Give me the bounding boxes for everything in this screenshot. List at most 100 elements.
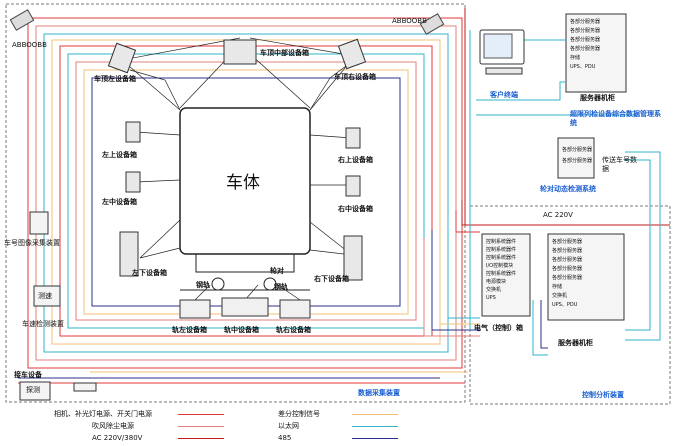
label-left-upper: 左上设备箱 (102, 151, 137, 159)
legend-item-label: 差分控制信号 (278, 410, 320, 418)
label-integrated-system: 超限列检设备综合数据管理系统 (570, 110, 661, 128)
sensor-box-icon (19, 381, 51, 401)
device-axle-left-icon (179, 299, 211, 319)
label-steel-rail-left: 钢轨 (196, 281, 210, 289)
wheel-right (263, 277, 277, 291)
control-row: 控制系统器件 (486, 255, 517, 261)
rack-1-row: UPS、PDU (570, 64, 596, 70)
legend-swatch (352, 414, 398, 415)
label-left-middle: 左中设备箱 (102, 198, 137, 206)
speed-unit-icon (33, 285, 61, 307)
rack-2-row: 交换机 (552, 293, 568, 299)
label-distribution: 控制分析装置 (582, 391, 624, 399)
rack-1-row: 存储 (570, 55, 581, 61)
rack-2-row: 各部分服务器 (552, 266, 583, 272)
label-car-number-text: 传送车号数据 (602, 156, 637, 174)
camera-left-icon (9, 9, 35, 31)
control-row: 控制系统器件 (486, 247, 517, 253)
device-rear-right-icon (337, 38, 367, 70)
control-cabinet-icon (481, 233, 531, 317)
label-wheel: 轮对 (270, 267, 284, 275)
device-right-lower-icon (343, 235, 363, 281)
label-steel-rail-right: 钢轨 (274, 283, 288, 291)
legend-item-label: AC 220V/380V (92, 434, 143, 442)
device-axle-right-icon (279, 299, 311, 319)
label-data-collection: 数据采集装置 (358, 389, 400, 397)
label-sensor-box: 探测 (26, 386, 40, 394)
rack-1-row: 各部分服务器 (570, 19, 601, 25)
label-rear-left: 车顶左设备箱 (94, 75, 136, 83)
rack-2-row: 存储 (552, 284, 563, 290)
label-control-cabinet: 电气（控制）箱 (474, 324, 523, 332)
car-number-rows: 各部分服务器 各部分服务器 (562, 148, 592, 164)
rack-2-row: 各部分服务器 (552, 248, 583, 254)
bogie (195, 253, 295, 273)
device-rear-center-icon (223, 39, 257, 65)
label-wheel-sensor: 接车设备 (14, 371, 42, 379)
server-rack-1-icon (565, 13, 627, 93)
car-number-server-icon (557, 137, 595, 179)
label-axle-middle: 轨中设备箱 (224, 326, 259, 334)
control-cabinet-rows: 控制系统器件 控制系统器件 控制系统器件 I/O控制模块 控制系统器件 电源模块… (486, 240, 526, 301)
rack-2-rows: 各部分服务器 各部分服务器 各部分服务器 各部分服务器 各部分服务器 存储 交换… (552, 240, 620, 308)
legend-swatch (352, 438, 398, 439)
label-client: 客户终端 (490, 91, 518, 99)
label-server-rack-2: 服务器机柜 (558, 339, 593, 347)
rack-2-row: 各部分服务器 (552, 257, 583, 263)
label-rear-center: 车顶中部设备箱 (260, 49, 309, 57)
sensor-connector-icon (73, 382, 97, 392)
client-terminal-icon (479, 29, 525, 75)
rack-1-row: 各部分服务器 (570, 37, 601, 43)
legend-item-label: 吹风除尘电源 (92, 422, 134, 430)
label-speed-unit: 测速 (38, 292, 52, 300)
device-right-upper-icon (345, 127, 361, 149)
legend-swatch (178, 426, 224, 427)
wheel-left (211, 277, 225, 291)
legend-item-label: 485 (278, 434, 292, 442)
rack-1-rows: 各部分服务器 各部分服务器 各部分服务器 各部分服务器 存储 UPS、PDU (570, 20, 622, 70)
server-rack-2-icon (547, 233, 625, 321)
rack-1-row: 各部分服务器 (570, 46, 601, 52)
car-id-reader-icon (29, 211, 49, 235)
vehicle-body-label: 车体 (226, 173, 260, 193)
label-right-middle: 右中设备箱 (338, 205, 373, 213)
rack-2-row: 各部分服务器 (552, 239, 583, 245)
device-left-lower-icon (119, 231, 139, 277)
control-row: I/O控制模块 (486, 263, 514, 269)
rack-2-row: 各部分服务器 (552, 275, 583, 281)
label-right-upper: 右上设备箱 (338, 156, 373, 164)
label-speed-detector: 车速检测装置 (22, 320, 64, 328)
camera-right-icon (419, 13, 445, 35)
legend-item-label: 以太网 (278, 422, 299, 430)
device-right-middle-icon (345, 175, 361, 197)
device-left-upper-icon (125, 121, 141, 143)
device-left-middle-icon (125, 171, 141, 193)
rack-1-row: 各部分服务器 (570, 28, 601, 34)
label-left-lower: 左下设备箱 (132, 269, 167, 277)
control-row: 控制系统器件 (486, 239, 517, 245)
camera-right-text: ABBOOBB (392, 17, 427, 25)
legend-swatch (178, 414, 224, 415)
legend-swatch (352, 426, 398, 427)
label-ac: AC 220V (543, 211, 573, 219)
label-right-lower: 右下设备箱 (314, 275, 349, 283)
legend-item-label: 相机、补光灯电源、开关门电源 (54, 410, 152, 418)
label-server-rack-1: 服务器机柜 (580, 94, 615, 102)
control-row: UPS (486, 295, 496, 301)
label-axle-left: 轨左设备箱 (172, 326, 207, 334)
device-rear-left-icon (107, 42, 137, 74)
camera-left-text: ABBOOBB (12, 41, 47, 49)
legend-swatch (178, 438, 224, 439)
control-row: 控制系统器件 (486, 271, 517, 277)
label-axle-right: 轨右设备箱 (276, 326, 311, 334)
car-number-row: 各部分服务器 (562, 158, 593, 164)
label-car-number-system: 轮对动态检测系统 (540, 185, 596, 193)
rack-2-row: UPS、PDU (552, 302, 578, 308)
label-rear-right: 车顶右设备箱 (334, 73, 376, 81)
control-row: 电源模块 (486, 279, 507, 285)
car-number-row: 各部分服务器 (562, 147, 593, 153)
label-car-id-reader: 车号图像采集装置 (4, 239, 60, 247)
device-axle-middle-icon (221, 297, 269, 317)
control-row: 交换机 (486, 287, 502, 293)
